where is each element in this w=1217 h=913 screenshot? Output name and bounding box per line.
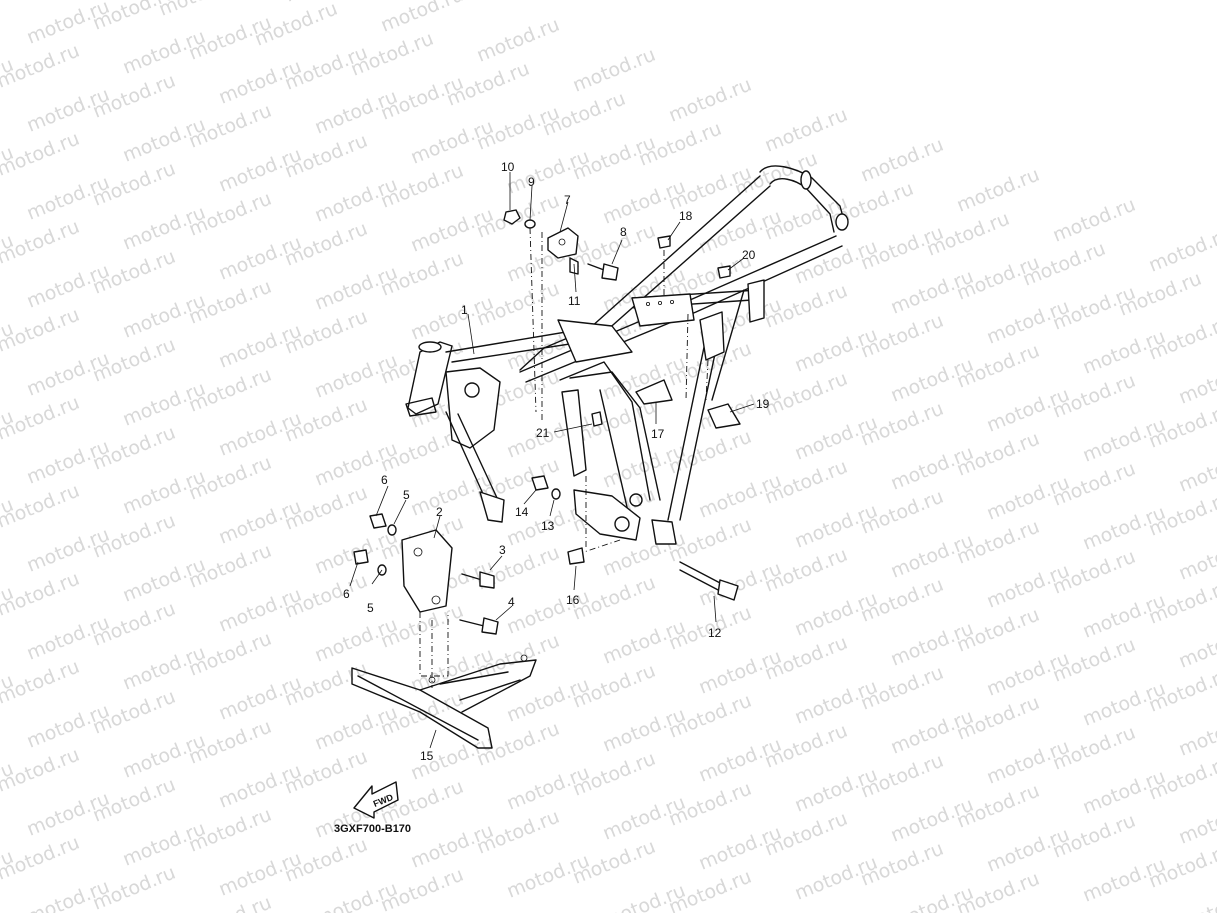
nut-6-upper bbox=[369, 513, 387, 529]
callout-1: 1 bbox=[461, 303, 468, 317]
washer-9 bbox=[524, 219, 536, 229]
watermark-text: motod.ru bbox=[762, 104, 851, 157]
engine-bracket-2 bbox=[401, 529, 453, 613]
washer-13 bbox=[551, 488, 561, 500]
callout-14: 14 bbox=[515, 505, 529, 519]
callout-5-lower: 5 bbox=[367, 601, 374, 615]
callout-9: 9 bbox=[528, 175, 535, 189]
callout-4: 4 bbox=[508, 595, 515, 609]
bolt-20 bbox=[717, 265, 731, 279]
watermark-text: motod.ru bbox=[954, 164, 1043, 217]
callout-labels: 1 2 3 4 5 5 6 6 7 8 9 10 11 12 13 14 15 … bbox=[343, 160, 770, 763]
pivot-bolt-12 bbox=[679, 561, 739, 601]
watermark-text: motod.ru bbox=[1176, 708, 1217, 761]
washer-5-upper bbox=[387, 524, 397, 536]
watermark-text: motod.ru bbox=[570, 44, 659, 97]
reference-lines bbox=[419, 227, 709, 688]
callout-13: 13 bbox=[541, 519, 555, 533]
bolt-21 bbox=[591, 411, 603, 427]
callout-16: 16 bbox=[566, 593, 580, 607]
callout-3: 3 bbox=[499, 543, 506, 557]
watermark-text: motod.ru bbox=[1176, 620, 1217, 673]
callout-10: 10 bbox=[501, 160, 515, 174]
nut-14 bbox=[531, 475, 549, 491]
callout-18: 18 bbox=[679, 209, 693, 223]
bracket-17 bbox=[635, 379, 673, 405]
frame-body bbox=[405, 165, 849, 545]
engine-bracket-upper bbox=[547, 227, 619, 281]
callout-21: 21 bbox=[536, 426, 550, 440]
watermark-text: motod.ru bbox=[474, 14, 563, 67]
skid-guard-15 bbox=[351, 654, 537, 749]
watermark-text: motod.ru bbox=[666, 74, 755, 127]
callout-15: 15 bbox=[420, 749, 434, 763]
watermark-text: motod.ru bbox=[1176, 884, 1217, 913]
fwd-arrow-icon: FWD bbox=[353, 781, 399, 819]
bolt-4 bbox=[459, 617, 499, 635]
watermark-text: motod.ru bbox=[1176, 796, 1217, 849]
watermark-text: motod.ru bbox=[1176, 532, 1217, 585]
callout-12: 12 bbox=[708, 626, 722, 640]
callout-17: 17 bbox=[651, 427, 665, 441]
watermark-text: motod.ru bbox=[0, 0, 83, 5]
callout-5-upper: 5 bbox=[403, 488, 410, 502]
bracket-19 bbox=[707, 403, 741, 429]
watermark-text: motod.ru bbox=[858, 134, 947, 187]
watermark-text: motod.ru bbox=[1176, 444, 1217, 497]
nut-10 bbox=[503, 209, 521, 225]
bolt-3 bbox=[461, 571, 495, 589]
watermark-text: motod.ru bbox=[1176, 356, 1217, 409]
callout-2: 2 bbox=[436, 505, 443, 519]
callout-19: 19 bbox=[756, 397, 770, 411]
callout-7: 7 bbox=[564, 193, 571, 207]
callout-leaders bbox=[349, 172, 755, 749]
callout-6-upper: 6 bbox=[381, 473, 388, 487]
callout-6-lower: 6 bbox=[343, 587, 350, 601]
watermark-text: motod.ru bbox=[1146, 224, 1217, 277]
watermark-text: motod.ru bbox=[1050, 194, 1139, 247]
nut-6-lower bbox=[353, 549, 369, 565]
bolt-18 bbox=[657, 235, 671, 249]
callout-20: 20 bbox=[742, 248, 756, 262]
callout-8: 8 bbox=[620, 225, 627, 239]
diagram-code: 3GXF700-B170 bbox=[334, 823, 411, 835]
callout-11: 11 bbox=[568, 294, 581, 308]
cap-16 bbox=[567, 547, 585, 565]
